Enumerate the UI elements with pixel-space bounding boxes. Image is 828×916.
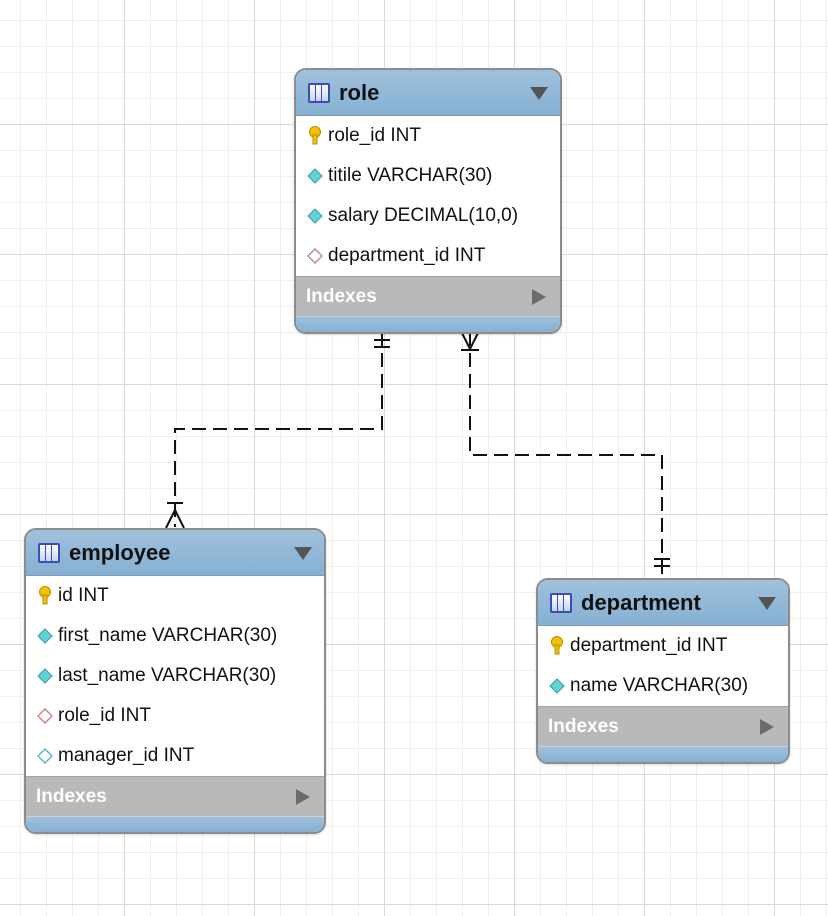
column-label: department_id INT: [328, 245, 486, 266]
indexes-label: Indexes: [548, 715, 619, 737]
column-diamond-icon: [34, 666, 56, 686]
foreign-key-diamond-icon: [304, 246, 326, 266]
column-label: manager_id INT: [58, 745, 195, 766]
collapse-arrow-icon[interactable]: [530, 87, 548, 100]
indexes-section[interactable]: Indexes: [26, 776, 324, 816]
column-diamond-icon: [546, 676, 568, 696]
column-label: id INT: [58, 585, 109, 606]
table-title: role: [339, 79, 380, 105]
column-row[interactable]: role_id INT: [296, 116, 560, 156]
table-icon: [308, 82, 330, 103]
column-label: first_name VARCHAR(30): [58, 625, 278, 646]
column-row[interactable]: department_id INT: [538, 626, 788, 666]
table-header[interactable]: employee: [26, 530, 324, 576]
column-label: role_id INT: [328, 125, 421, 146]
column-row[interactable]: salary DECIMAL(10,0): [296, 196, 560, 236]
column-list: department_id INT name VARCHAR(30): [538, 626, 788, 706]
table-icon: [550, 592, 572, 613]
expand-arrow-icon[interactable]: [296, 789, 310, 805]
column-label: titile VARCHAR(30): [328, 165, 493, 186]
primary-key-icon: [304, 126, 326, 146]
column-diamond-icon: [304, 166, 326, 186]
primary-key-icon: [34, 586, 56, 606]
expand-arrow-icon[interactable]: [760, 719, 774, 735]
table-footer: [538, 746, 788, 762]
column-diamond-icon: [34, 626, 56, 646]
column-label: name VARCHAR(30): [570, 675, 749, 696]
collapse-arrow-icon[interactable]: [758, 597, 776, 610]
column-row[interactable]: first_name VARCHAR(30): [26, 616, 324, 656]
table-title: department: [581, 589, 701, 615]
relationship-line-role-department[interactable]: [469, 332, 663, 577]
nullable-column-diamond-icon: [34, 746, 56, 766]
column-row[interactable]: last_name VARCHAR(30): [26, 656, 324, 696]
column-label: salary DECIMAL(10,0): [328, 205, 519, 226]
table-title: employee: [69, 539, 171, 565]
table-employee[interactable]: employee id INT first_name VARCHAR(30) l…: [24, 528, 326, 834]
table-footer: [296, 316, 560, 332]
column-row[interactable]: role_id INT: [26, 696, 324, 736]
column-label: role_id INT: [58, 705, 151, 726]
column-list: id INT first_name VARCHAR(30) last_name …: [26, 576, 324, 776]
column-row[interactable]: manager_id INT: [26, 736, 324, 776]
indexes-section[interactable]: Indexes: [296, 276, 560, 316]
table-footer: [26, 816, 324, 832]
column-row[interactable]: id INT: [26, 576, 324, 616]
column-row[interactable]: department_id INT: [296, 236, 560, 276]
foreign-key-diamond-icon: [34, 706, 56, 726]
column-label: last_name VARCHAR(30): [58, 665, 277, 686]
indexes-label: Indexes: [36, 785, 107, 807]
column-row[interactable]: titile VARCHAR(30): [296, 156, 560, 196]
crowfoot-employee-side: [165, 507, 185, 529]
indexes-label: Indexes: [306, 285, 377, 307]
indexes-section[interactable]: Indexes: [538, 706, 788, 746]
column-label: department_id INT: [570, 635, 728, 656]
expand-arrow-icon[interactable]: [532, 289, 546, 305]
relationship-line-role-employee[interactable]: [174, 332, 383, 527]
collapse-arrow-icon[interactable]: [294, 547, 312, 560]
table-header[interactable]: role: [296, 70, 560, 116]
table-header[interactable]: department: [538, 580, 788, 626]
column-diamond-icon: [304, 206, 326, 226]
table-role[interactable]: role role_id INT titile VARCHAR(30) sala…: [294, 68, 562, 334]
table-department[interactable]: department department_id INT name VARCHA…: [536, 578, 790, 764]
primary-key-icon: [546, 636, 568, 656]
column-list: role_id INT titile VARCHAR(30) salary DE…: [296, 116, 560, 276]
table-icon: [38, 542, 60, 563]
column-row[interactable]: name VARCHAR(30): [538, 666, 788, 706]
